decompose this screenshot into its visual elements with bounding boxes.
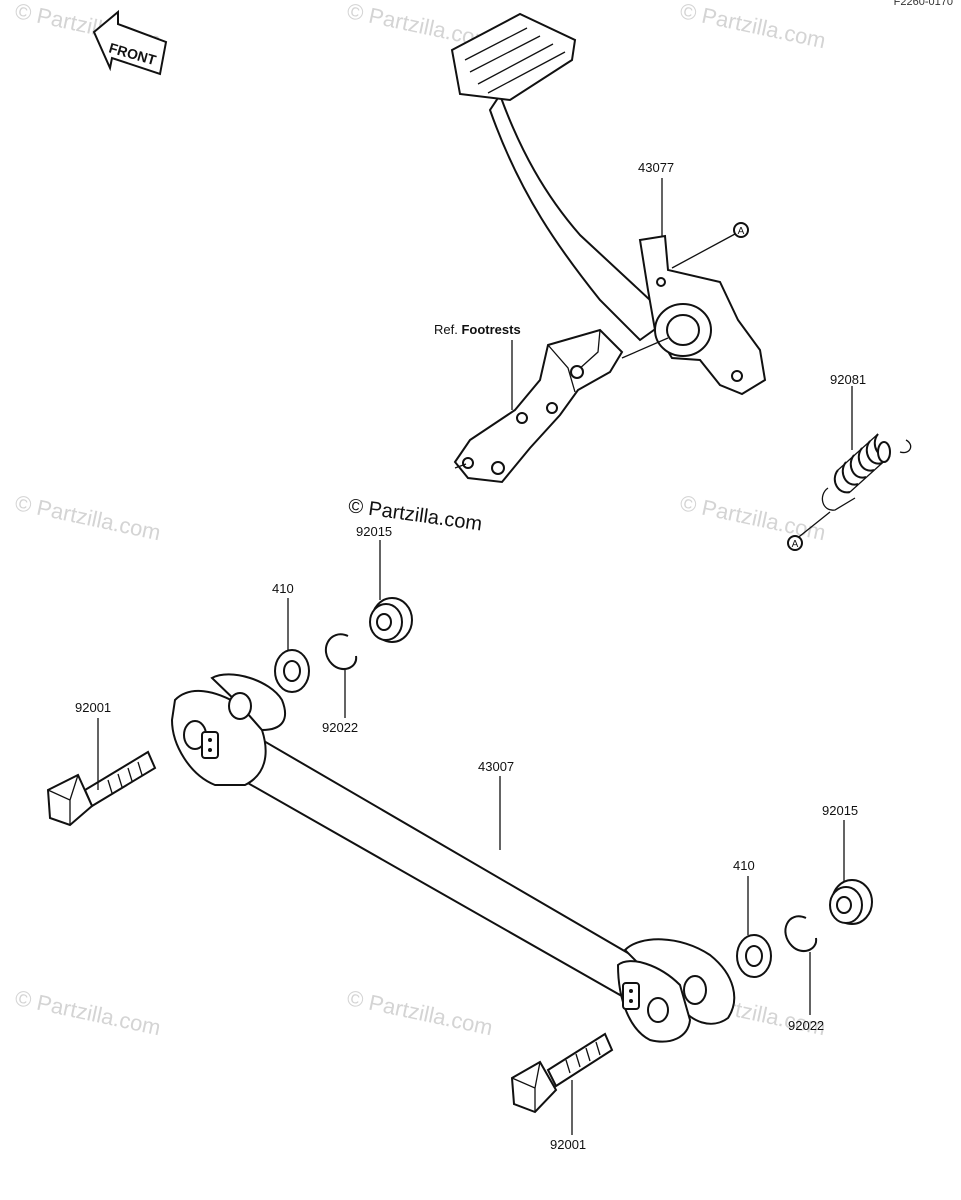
front-arrow-icon: FRONT xyxy=(92,9,168,76)
nut-top xyxy=(369,597,413,643)
part-label-nut-right: 92015 xyxy=(822,803,859,818)
svg-text:A: A xyxy=(738,226,745,237)
clip-top xyxy=(324,633,358,671)
nut-right xyxy=(829,879,873,925)
part-label-spring: 92081 xyxy=(830,372,867,387)
brake-rod xyxy=(170,673,736,1043)
clip-right xyxy=(784,915,818,953)
part-label-bolt-bottom: 92001 xyxy=(550,1137,587,1152)
part-label-brake-pedal: 43077 xyxy=(638,160,675,175)
bolt-bottom xyxy=(510,1032,614,1114)
part-label-rod: 43007 xyxy=(478,759,515,774)
bolt-left xyxy=(46,750,157,827)
diagram-code: F2260-0170 xyxy=(893,0,953,8)
part-label-nut-top: 92015 xyxy=(356,524,393,539)
part-label-clip-top: 92022 xyxy=(322,720,359,735)
svg-text:A: A xyxy=(792,539,799,550)
part-label-clip-right: 92022 xyxy=(788,1018,825,1033)
reference-name: Footrests xyxy=(461,322,521,337)
reference-prefix: Ref. xyxy=(434,322,458,337)
part-label-bolt-left: 92001 xyxy=(75,700,112,715)
reference-label: Ref. Footrests xyxy=(434,322,521,337)
footrest-bracket xyxy=(453,328,624,484)
callout-a-upper: A xyxy=(733,222,749,238)
washer-right xyxy=(736,934,772,978)
return-spring xyxy=(821,433,912,511)
brake-pedal-arm xyxy=(450,12,767,396)
part-label-washer-right: 410 xyxy=(733,858,755,873)
callout-a-lower: A xyxy=(787,535,803,551)
leader-lines xyxy=(97,178,853,1135)
part-label-washer-top: 410 xyxy=(272,581,294,596)
washer-top xyxy=(274,649,310,693)
